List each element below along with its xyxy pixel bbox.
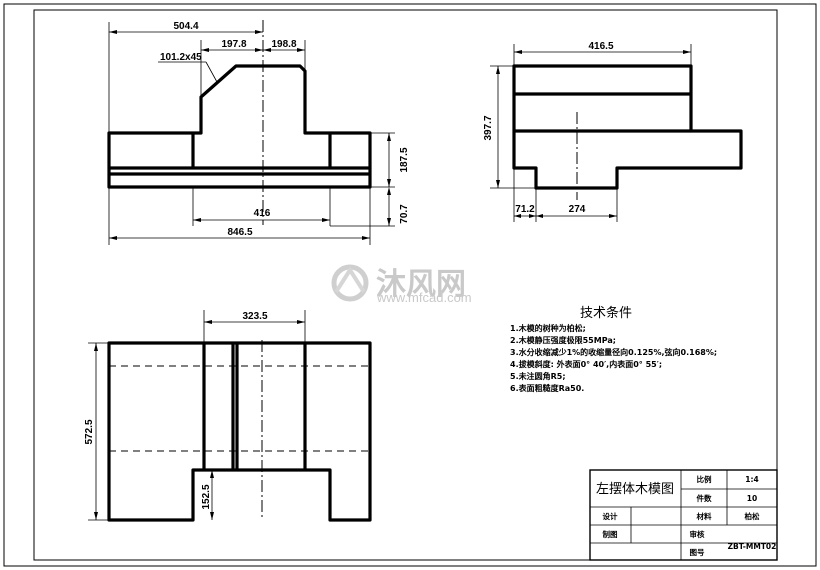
- sheet-outer-border: [3, 3, 817, 567]
- title-block-frame: [589, 469, 778, 561]
- dim-boss-right: 198.8: [271, 39, 296, 50]
- watermark-brand: 沐风网: [376, 267, 466, 302]
- dim-plan-notch: 152.5: [201, 484, 212, 509]
- plan-view-outline: [107, 341, 372, 522]
- technical-requirements: 技术条件 1.木模的树种为柏松; 2.木模静压强度极限55MPa; 3.水分收缩…: [510, 305, 717, 393]
- dim-overall-width: 846.5: [227, 227, 252, 238]
- plan-view: 323.5 572.5 152.5: [84, 310, 372, 522]
- dim-inner-width: 416: [254, 208, 271, 219]
- dim-plan-slot-width: 323.5: [242, 311, 267, 322]
- front-view: 504.4 197.8 198.8 101.2x45 187.5 416: [107, 20, 410, 245]
- review-label: 审核: [690, 529, 705, 539]
- dim-chamfer: 101.2x45: [160, 52, 202, 63]
- dim-side-step-left: 71.2: [515, 204, 535, 215]
- watermark: 沐风网 www.mfcad.com: [331, 264, 472, 305]
- tech-item-2: 2.木模静压强度极限55MPa;: [510, 335, 616, 345]
- scale-label: 比例: [697, 474, 712, 484]
- sheet-inner-border: [33, 9, 778, 561]
- tech-item-5: 5.未注圆角R5;: [510, 371, 566, 381]
- tech-item-4: 4.拔模斜度: 外表面0° 40′,内表面0° 55′;: [510, 359, 662, 369]
- dim-boss-left: 197.8: [221, 39, 246, 50]
- material-label: 材料: [697, 511, 712, 521]
- dim-bottom-height: 70.7: [399, 204, 410, 224]
- title-block: 左摆体木模图 比例 1:4 件数 10 材料 柏松 设计 制图 审核 图号 ZB…: [589, 469, 778, 561]
- dim-side-step-width: 274: [569, 204, 586, 215]
- dim-plan-height: 572.5: [84, 419, 95, 444]
- draft-label: 制图: [603, 529, 618, 539]
- tech-item-3: 3.水分收缩减少1%的收缩量径向0.125%,弦向0.168%;: [510, 347, 717, 357]
- material-value: 柏松: [745, 511, 760, 521]
- dim-base-height: 187.5: [399, 147, 410, 172]
- drawing-title: 左摆体木模图: [596, 482, 674, 497]
- drawing-no-label: 图号: [690, 548, 705, 557]
- drawing-no-value: ZBT-MMT02: [728, 542, 777, 551]
- dim-overall-top: 504.4: [173, 21, 198, 32]
- design-label: 设计: [603, 511, 618, 521]
- tech-item-6: 6.表面粗糙度Ra50.: [510, 383, 584, 393]
- tech-item-1: 1.木模的树种为柏松;: [510, 323, 586, 333]
- side-view: 416.5 397.7 71.2 274: [483, 41, 743, 222]
- scale-value: 1:4: [745, 475, 758, 484]
- watermark-url: www.mfcad.com: [376, 290, 472, 305]
- qty-value: 10: [747, 494, 757, 503]
- dim-side-height: 397.7: [483, 115, 494, 140]
- side-view-outline: [512, 64, 743, 190]
- tech-requirements-title: 技术条件: [580, 305, 632, 321]
- dim-side-top-width: 416.5: [588, 41, 613, 52]
- qty-label: 件数: [697, 493, 712, 503]
